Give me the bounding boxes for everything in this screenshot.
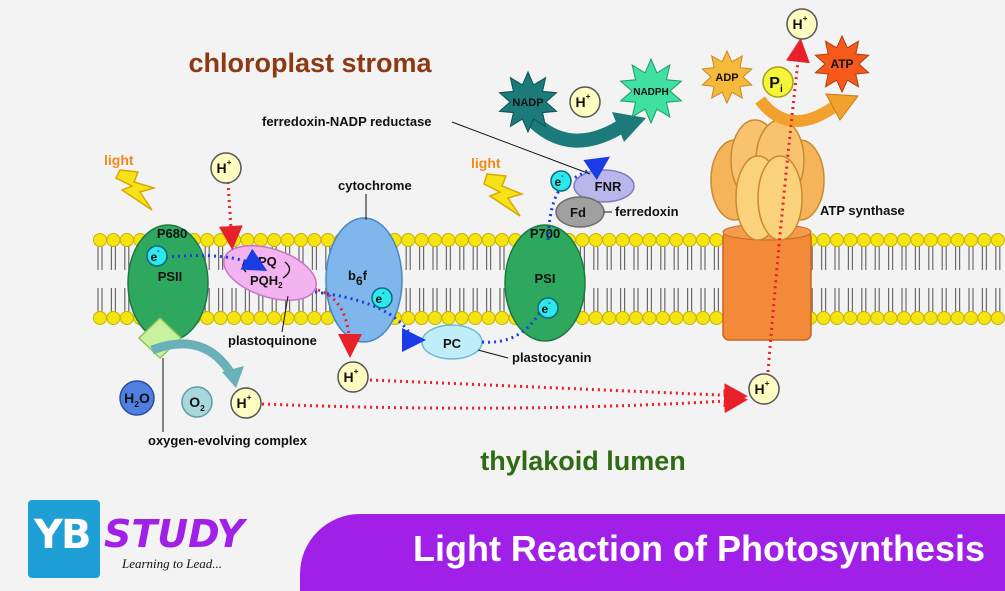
h-plus-atp-synthase-out: H+ xyxy=(786,8,818,40)
svg-text:H+: H+ xyxy=(236,392,251,411)
svg-text:NADPH: NADPH xyxy=(633,87,669,98)
water-molecule: H2O xyxy=(119,380,155,416)
electron-path-pc-psi xyxy=(481,311,542,344)
proton-path-lumen-to-synthase xyxy=(369,378,748,408)
proton-path-pq-lumen xyxy=(317,288,362,358)
oec-label: oxygen-evolving complex xyxy=(148,433,308,448)
h-plus-stroma: H+ xyxy=(210,152,242,184)
svg-text:H+: H+ xyxy=(575,91,590,110)
logo-initials: YB xyxy=(34,512,91,558)
svg-text:H+: H+ xyxy=(754,378,769,397)
title-banner: Light Reaction of Photosynthesis xyxy=(300,514,1005,591)
pc-label: PC xyxy=(443,336,462,351)
phosphate-molecule: Pi xyxy=(762,66,794,98)
proton-path-water-to-synthase xyxy=(261,389,748,414)
cycle-arrow-icon xyxy=(282,261,291,279)
h-plus-nadp: H+ xyxy=(569,86,601,118)
electron-path-cyt-pc xyxy=(314,290,426,352)
nadp-arrow xyxy=(524,112,629,148)
atp-synthase-head xyxy=(710,119,825,241)
light-label-psi: light xyxy=(471,155,501,171)
svg-text:H2O: H2O xyxy=(124,390,150,409)
ferredoxin-label: ferredoxin xyxy=(615,204,679,219)
cytochrome-b6f xyxy=(325,217,403,343)
h-plus-lumen-water: H+ xyxy=(230,387,262,419)
fd-label: Fd xyxy=(570,205,586,220)
electron-cytochrome: e- xyxy=(371,287,393,309)
atp-synthase-stalk xyxy=(722,231,812,341)
logo-tagline: Learning to Lead... xyxy=(122,556,223,571)
oxygen-molecule: O2 xyxy=(181,386,213,418)
svg-text:NADP: NADP xyxy=(512,97,543,109)
nadp-molecule: NADP xyxy=(498,70,558,134)
stroma-label: chloroplast stroma xyxy=(188,48,432,78)
nadph-molecule: NADPH xyxy=(619,57,683,125)
light-label-psii: light xyxy=(104,152,134,168)
h-plus-lumen-synthase: H+ xyxy=(748,373,780,405)
atp-synthase-label: ATP synthase xyxy=(820,203,905,218)
water-split-arrow xyxy=(150,339,236,378)
svg-text:H+: H+ xyxy=(216,157,231,176)
lightning-icon xyxy=(114,169,157,211)
banner-title: Light Reaction of Photosynthesis xyxy=(412,528,985,569)
pqh2-label: PQH2 xyxy=(250,273,283,290)
svg-text:H+: H+ xyxy=(792,13,807,32)
proton-path-synthase-stroma xyxy=(766,38,810,373)
atp-arrow xyxy=(755,96,842,127)
photosynthesis-diagram: chloroplast stroma thylakoid lumen light… xyxy=(93,8,1005,476)
logo-name: STUDY xyxy=(104,512,245,556)
electron-path-psii-pq xyxy=(159,248,268,271)
lightning-icon xyxy=(483,173,525,217)
p680-label: P680 xyxy=(157,226,187,241)
h-plus-lumen-pq: H+ xyxy=(337,361,369,393)
brand-logo: YB xyxy=(28,500,100,578)
svg-text:O2: O2 xyxy=(189,394,205,413)
cyt-b-label: b6f xyxy=(348,268,368,288)
lumen-label: thylakoid lumen xyxy=(480,446,686,476)
svg-text:ATP: ATP xyxy=(830,57,853,71)
svg-text:e-: e- xyxy=(375,288,385,306)
svg-text:H+: H+ xyxy=(343,366,358,385)
electron-psi: e- xyxy=(537,297,559,319)
svg-text:ADP: ADP xyxy=(715,72,738,84)
plastocyanin-label: plastocyanin xyxy=(512,350,592,365)
electron-psii: e- xyxy=(146,245,168,267)
psi-complex xyxy=(504,224,586,342)
plastoquinone-label: plastoquinone xyxy=(228,333,317,348)
electron-fnr: e- xyxy=(550,170,572,192)
svg-text:e-: e- xyxy=(554,171,564,189)
cytochrome-label: cytochrome xyxy=(338,178,412,193)
psi-label: PSI xyxy=(535,271,556,286)
svg-text:e-: e- xyxy=(541,298,551,316)
fnr-label: FNR xyxy=(595,179,622,194)
fnr-full-label: ferredoxin-NADP reductase xyxy=(262,114,432,129)
adp-molecule: ADP xyxy=(701,49,753,105)
svg-text:e-: e- xyxy=(150,246,160,264)
atp-molecule: ATP xyxy=(814,34,870,94)
proton-path-stroma-pq xyxy=(218,181,243,250)
psii-label: PSII xyxy=(158,269,183,284)
p700-label: P700 xyxy=(530,226,560,241)
svg-text:Pi: Pi xyxy=(769,75,783,95)
